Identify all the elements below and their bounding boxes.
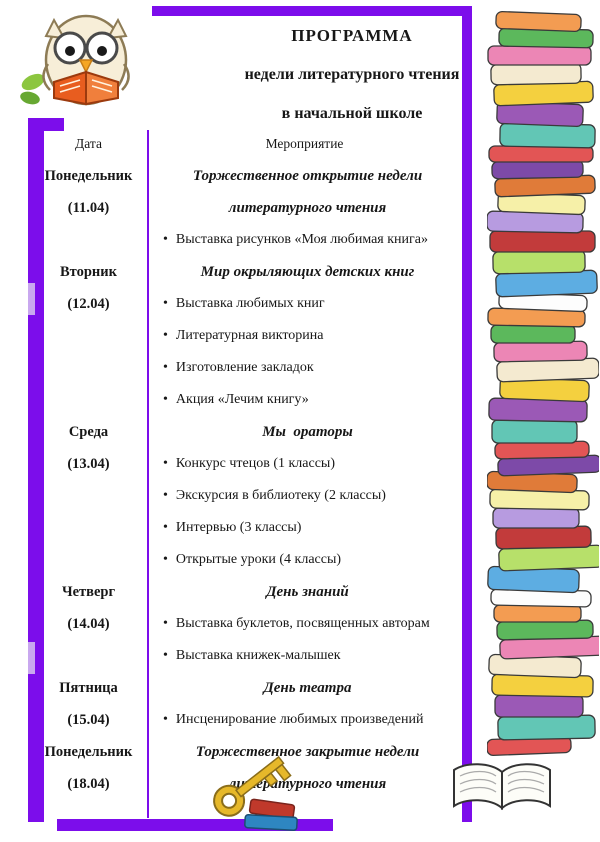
schedule-body: Понедельник (11.04) Торжественное открытие… bbox=[30, 160, 462, 800]
event-bullet: Изготовление закладок bbox=[153, 352, 462, 384]
event-title-line: Мы ораторы bbox=[262, 424, 353, 440]
day-label: Вторник bbox=[60, 264, 117, 280]
table-column-divider bbox=[147, 130, 149, 818]
date-label: (12.04) bbox=[67, 296, 110, 312]
event-bullet: Открытые уроки (4 классы) bbox=[153, 544, 462, 576]
schedule-row: Понедельник (18.04) Торжественное закрытие… bbox=[30, 736, 462, 800]
date-label: (14.04) bbox=[67, 616, 110, 632]
bullet-text: Конкурс чтецов (1 классы) bbox=[175, 456, 335, 471]
books-stack-illustration bbox=[487, 10, 599, 757]
date-cell: Понедельник (11.04) bbox=[30, 160, 147, 256]
date-cell: Понедельник (18.04) bbox=[30, 736, 147, 800]
bullet-text: Изготовление закладок bbox=[175, 360, 314, 375]
date-column-header: Дата bbox=[75, 136, 102, 151]
event-bullet: Выставка рисунков «Моя любимая книга» bbox=[153, 224, 462, 256]
frame-notch-bottom bbox=[28, 642, 35, 674]
event-cell: Торжественное открытие недели литературно… bbox=[147, 160, 462, 256]
day-label: Понедельник bbox=[44, 744, 133, 760]
day-label: Четверг bbox=[61, 584, 116, 600]
event-bullet: Акция «Лечим книгу» bbox=[153, 384, 462, 416]
bullet-text: Открытые уроки (4 классы) bbox=[175, 552, 342, 567]
title-block: ПРОГРАММА недели литературного чтения в … bbox=[228, 16, 476, 133]
page-subtitle-2: в начальной школе bbox=[281, 105, 423, 122]
event-bullet: Инсценирование любимых произведений bbox=[153, 704, 462, 736]
bullet-text: Акция «Лечим книгу» bbox=[175, 392, 309, 407]
event-title-line: Торжественное закрытие недели bbox=[195, 744, 420, 760]
event-title-line: литературного чтения bbox=[228, 200, 387, 216]
bullet-text: Инсценирование любимых произведений bbox=[175, 712, 424, 727]
day-label: Среда bbox=[68, 424, 109, 440]
date-cell: Вторник (12.04) bbox=[30, 256, 147, 416]
open-book-illustration bbox=[453, 763, 551, 811]
bullet-text: Выставка рисунков «Моя любимая книга» bbox=[175, 232, 428, 247]
event-cell: День знанийВыставка буклетов, посвященны… bbox=[147, 576, 462, 672]
schedule-row: Среда (13.04) Мы ораторыКонкурс чтецов (1 … bbox=[30, 416, 462, 576]
date-label: (15.04) bbox=[67, 712, 110, 728]
frame-top-bar bbox=[152, 6, 472, 16]
event-cell: День театраИнсценирование любимых произв… bbox=[147, 672, 462, 736]
event-title-line: День знаний bbox=[266, 584, 349, 600]
date-label: (13.04) bbox=[67, 456, 110, 472]
event-cell: Мы ораторыКонкурс чтецов (1 классы) Экску… bbox=[147, 416, 462, 576]
bullet-text: Литературная викторина bbox=[175, 328, 324, 343]
frame-notch-top bbox=[28, 283, 35, 315]
date-label: (11.04) bbox=[67, 200, 110, 216]
event-bullet: Литературная викторина bbox=[153, 320, 462, 352]
frame-left-step bbox=[28, 118, 64, 131]
event-column-header: Мероприятие bbox=[265, 136, 344, 151]
event-bullet: Выставка книжек-малышек bbox=[153, 640, 462, 672]
day-label: Понедельник bbox=[44, 168, 133, 184]
schedule-row: Вторник (12.04) Мир окрыляющих детских кни… bbox=[30, 256, 462, 416]
table-header: Дата Мероприятие bbox=[30, 128, 462, 160]
schedule-row: Понедельник (11.04) Торжественное открытие… bbox=[30, 160, 462, 256]
event-title-line: День театра bbox=[263, 680, 352, 696]
bullet-text: Экскурсия в библиотеку (2 классы) bbox=[175, 488, 386, 503]
event-bullet: Выставка буклетов, посвященных авторам bbox=[153, 608, 462, 640]
owl-reading-illustration bbox=[20, 14, 130, 106]
page-title: ПРОГРАММА bbox=[291, 26, 413, 45]
date-cell: Пятница (15.04) bbox=[30, 672, 147, 736]
date-label: (18.04) bbox=[67, 776, 110, 792]
bullet-text: Выставка книжек-малышек bbox=[175, 648, 341, 663]
event-bullet: Экскурсия в библиотеку (2 классы) bbox=[153, 480, 462, 512]
event-bullet: Интервью (3 классы) bbox=[153, 512, 462, 544]
event-title-line: Торжественное открытие недели bbox=[192, 168, 423, 184]
books-stack-group bbox=[487, 10, 599, 757]
event-title-line: Мир окрыляющих детских книг bbox=[200, 264, 415, 280]
schedule-table: Дата Мероприятие Понедельник (11.04) Торже… bbox=[30, 128, 462, 800]
page-subtitle-1: недели литературного чтения bbox=[244, 66, 460, 83]
key-books-decoration bbox=[213, 755, 298, 831]
schedule-row: Пятница (15.04) День театраИнсценирование … bbox=[30, 672, 462, 736]
bullet-text: Выставка любимых книг bbox=[175, 296, 325, 311]
event-cell: Мир окрыляющих детских книгВыставка люби… bbox=[147, 256, 462, 416]
event-bullet: Конкурс чтецов (1 классы) bbox=[153, 448, 462, 480]
day-label: Пятница bbox=[59, 680, 118, 696]
date-cell: Четверг (14.04) bbox=[30, 576, 147, 672]
bullet-text: Интервью (3 классы) bbox=[175, 520, 302, 535]
bullet-text: Выставка буклетов, посвященных авторам bbox=[175, 616, 430, 631]
frame-right-bar bbox=[462, 6, 472, 822]
schedule-row: Четверг (14.04) День знанийВыставка буклет… bbox=[30, 576, 462, 672]
event-bullet: Выставка любимых книг bbox=[153, 288, 462, 320]
date-cell: Среда (13.04) bbox=[30, 416, 147, 576]
